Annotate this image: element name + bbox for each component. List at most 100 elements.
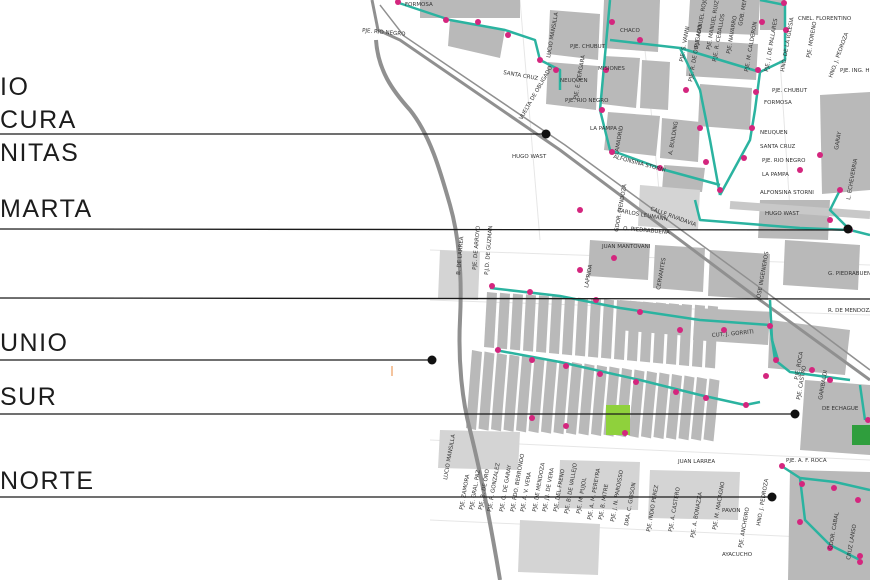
- residential-block: [541, 359, 557, 434]
- residential-block: [628, 369, 645, 438]
- block: [768, 320, 850, 375]
- block: [588, 240, 650, 280]
- bus-stop-icon: [599, 107, 605, 113]
- bus-stop-icon: [593, 297, 599, 303]
- block: [820, 92, 870, 194]
- street-label: PJE. RIO NEGRO: [565, 98, 609, 104]
- residential-block: [478, 351, 495, 431]
- bus-stop-icon: [767, 323, 773, 329]
- bus-stop-icon: [475, 19, 481, 25]
- leader-line: [0, 297, 870, 300]
- block: [640, 60, 670, 110]
- residential-block: [692, 304, 705, 368]
- legend-label-6: SUR: [0, 383, 58, 411]
- bus-stop-icon: [673, 389, 679, 395]
- bus-stop-icon: [633, 379, 639, 385]
- residential-block: [549, 296, 562, 354]
- bus-stop-icon: [827, 217, 833, 223]
- bus-stop-icon: [537, 57, 543, 63]
- residential-blocks-south: [466, 350, 720, 442]
- street-label: PJE. DE ARROYO: [472, 225, 482, 270]
- bus-stop-icon: [527, 289, 533, 295]
- street-label: JUAN MANTOVANI: [601, 244, 651, 250]
- street-label: G. PIEDRABUENA: [828, 271, 870, 277]
- bus-stop-icon: [603, 67, 609, 73]
- bus-stop-icon: [495, 347, 501, 353]
- block: [648, 470, 740, 520]
- residential-block: [536, 295, 549, 353]
- street-label: FORMOSA: [405, 2, 433, 8]
- bus-stop-icon: [703, 159, 709, 165]
- block: [438, 430, 520, 470]
- street-label: LA PAMPA: [762, 172, 789, 178]
- street-label: P.J.D. DE GUZMAN: [484, 225, 494, 275]
- bus-stop-icon: [553, 67, 559, 73]
- bus-stop-icon: [703, 395, 709, 401]
- residential-block: [653, 302, 666, 364]
- bus-stop-icon: [622, 430, 628, 436]
- bus-stop-icon: [749, 125, 755, 131]
- street-label: ALFONSINA STORNI: [612, 154, 666, 174]
- leader-dot-icon: [843, 224, 853, 234]
- residential-block: [484, 292, 497, 348]
- legend-label-5: UNIO: [0, 329, 69, 357]
- route-line: [798, 477, 861, 562]
- street-label: CHACO: [620, 28, 640, 34]
- street-label: B. DE LARREA: [456, 236, 465, 275]
- leader-dot-icon: [427, 355, 437, 365]
- residential-block: [503, 354, 520, 432]
- residential-block: [566, 362, 582, 435]
- bus-stop-icon: [827, 377, 833, 383]
- block: [604, 112, 660, 156]
- bus-stop-icon: [395, 0, 401, 5]
- street-label: SANTA CRUZ: [760, 144, 796, 150]
- legend-label-7: NORTE: [0, 467, 95, 495]
- bus-stop-icon: [857, 553, 863, 559]
- bus-stop-icon: [831, 485, 837, 491]
- bus-stop-icon: [697, 125, 703, 131]
- residential-block: [691, 377, 707, 441]
- street-label: NEUQUEN: [560, 78, 588, 84]
- residential-block: [666, 303, 679, 365]
- residential-block: [578, 363, 595, 436]
- bus-stop-icon: [637, 309, 643, 315]
- street-label: PJE. ING. HUERGO: [840, 68, 870, 74]
- bus-stop-icon: [721, 327, 727, 333]
- street-label: GARAY: [834, 131, 843, 151]
- route-line: [539, 58, 562, 90]
- street-label: SANTA CRUZ: [503, 70, 539, 82]
- park-green: [606, 405, 630, 435]
- legend-label-2: CURA: [0, 106, 77, 134]
- bus-stop-icon: [837, 187, 843, 193]
- residential-block: [614, 300, 627, 360]
- bus-stop-icon: [797, 519, 803, 525]
- bus-stop-icon: [637, 37, 643, 43]
- block: [788, 470, 870, 580]
- street-label: DE ECHAGUE: [822, 406, 859, 412]
- bus-stop-icon: [577, 207, 583, 213]
- bus-stop-icon: [597, 371, 603, 377]
- bus-stop-icon: [817, 152, 823, 158]
- park-dark-green: [852, 425, 870, 445]
- residential-block: [466, 350, 482, 430]
- block: [660, 118, 700, 162]
- route-line: [679, 46, 762, 196]
- street-label: O. PIEDRABUENA: [623, 226, 670, 236]
- street-label: CNEL. FLORENTINO: [798, 16, 852, 22]
- residential-block: [653, 372, 670, 439]
- block: [688, 0, 760, 35]
- street-label: PJE. CHUBUT: [570, 44, 606, 50]
- bus-stop-icon: [809, 367, 815, 373]
- street-label: PJE. MORENO: [806, 20, 818, 58]
- bus-stop-icon: [657, 165, 663, 171]
- street-label: CUT. J. GORRITI: [712, 329, 755, 339]
- bus-stop-icon: [683, 87, 689, 93]
- block: [783, 240, 860, 290]
- route-line: [858, 384, 867, 421]
- bus-stop-icon: [529, 415, 535, 421]
- block: [708, 250, 770, 300]
- bus-stop-icon: [505, 32, 511, 38]
- bus-stop-icon: [759, 19, 765, 25]
- legend-leaders: [0, 129, 870, 502]
